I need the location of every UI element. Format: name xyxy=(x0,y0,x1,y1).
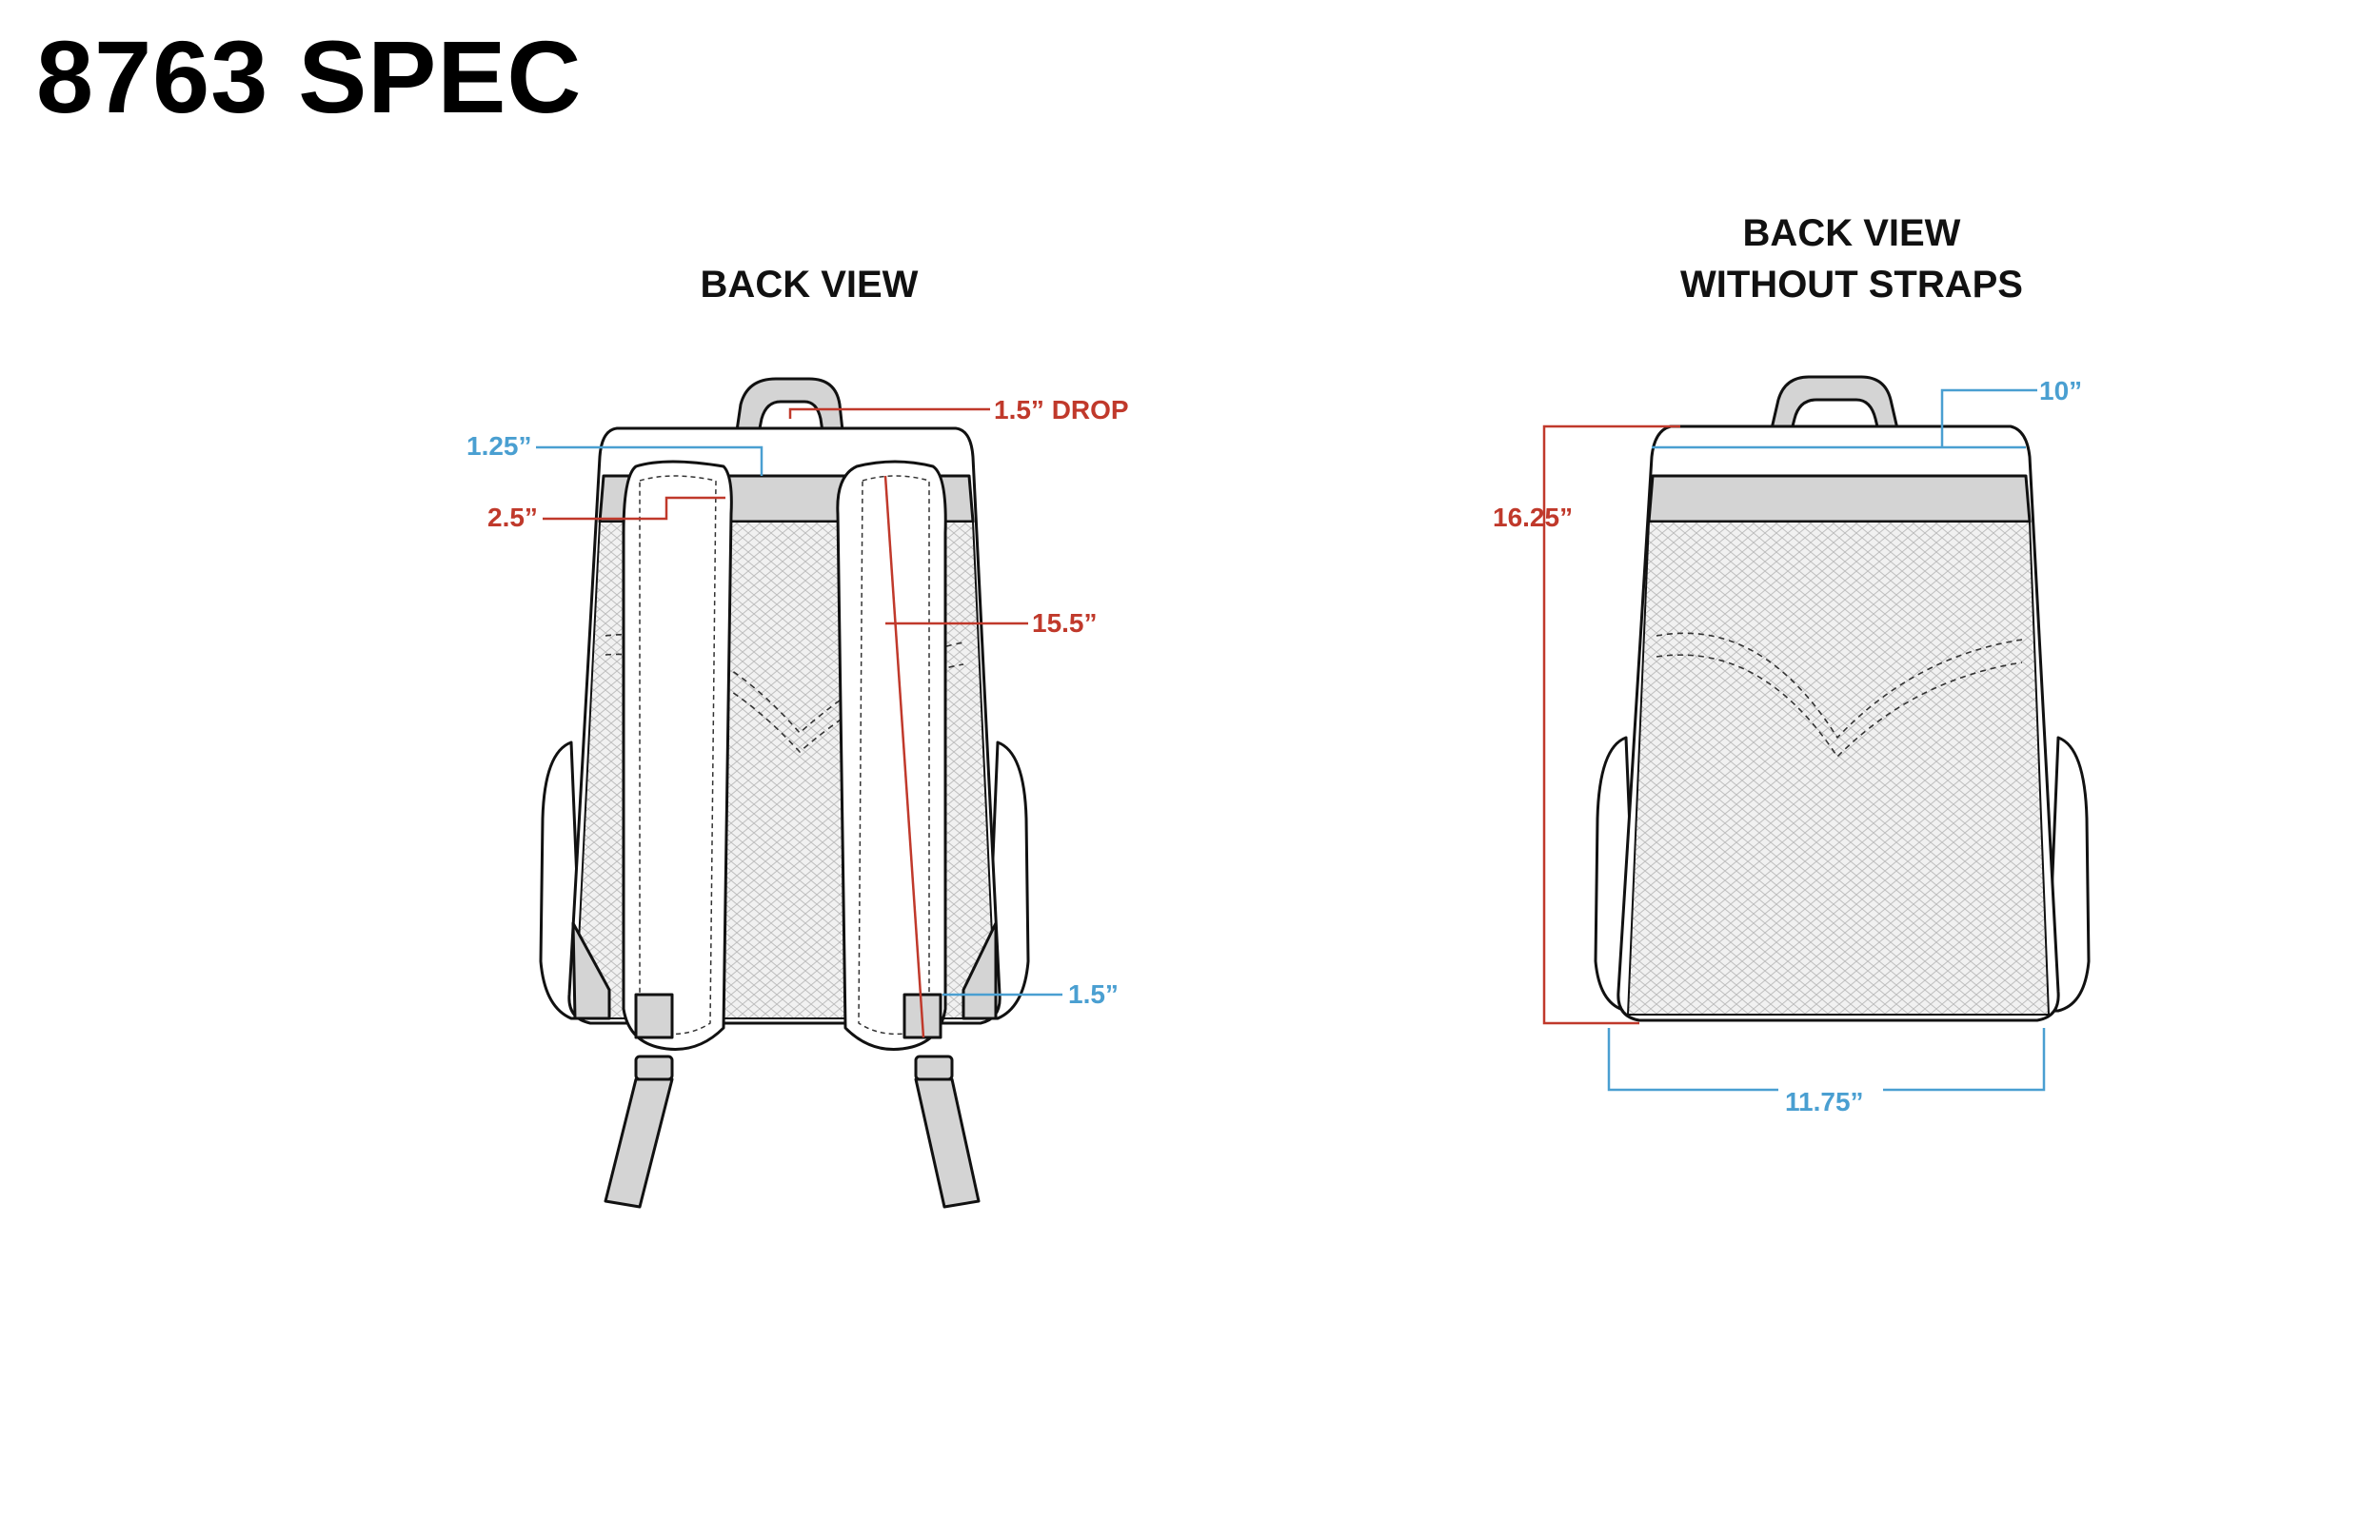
bottom-width-label: 11.75” xyxy=(1785,1087,1864,1116)
back-view-dimensions xyxy=(536,407,1062,1038)
left-webbing xyxy=(604,1077,674,1209)
back-view-backpack xyxy=(539,377,1030,1209)
strap-width-label: 2.5” xyxy=(487,503,538,532)
top-width-label: 10” xyxy=(2039,376,2082,405)
left-strap-buckle xyxy=(634,993,674,1039)
back-view-title: BACK VIEW xyxy=(600,259,1019,310)
back-view-title-text: BACK VIEW xyxy=(700,264,919,306)
left-shoulder-strap xyxy=(622,460,733,1051)
height-line xyxy=(1542,424,1680,1025)
back-view-without-straps-backpack xyxy=(1594,375,2091,1022)
top-width-leader xyxy=(1940,388,2037,447)
strap-top-width-label: 1.25” xyxy=(466,431,532,461)
strap-top-width-line xyxy=(536,445,764,476)
right-webbing xyxy=(914,1077,981,1209)
strap-length-guide xyxy=(883,475,925,1038)
back-view-without-straps-title-line2: WITHOUT STRAPS xyxy=(1680,264,2023,306)
webbing-width-label: 1.5” xyxy=(1068,979,1119,1009)
page-title: 8763 SPEC xyxy=(36,19,583,134)
bottom-width-label-bg xyxy=(1778,1076,1883,1095)
handle-drop-label: 1.5” DROP xyxy=(994,395,1129,424)
back-view-without-straps-title: BACK VIEW WITHOUT STRAPS xyxy=(1614,207,2090,310)
mesh-back-panel xyxy=(1627,521,2050,1016)
right-side-pocket xyxy=(2045,736,2091,1013)
strap-length-label: 15.5” xyxy=(1032,608,1098,638)
strap-width-line xyxy=(543,496,725,521)
right-shoulder-strap xyxy=(836,460,947,1051)
handle-drop-line xyxy=(788,407,990,419)
top-panel-band xyxy=(1647,474,2032,523)
back-view-without-straps-title-line1: BACK VIEW xyxy=(1742,212,1961,254)
height-label: 16.25” xyxy=(1493,503,1573,532)
